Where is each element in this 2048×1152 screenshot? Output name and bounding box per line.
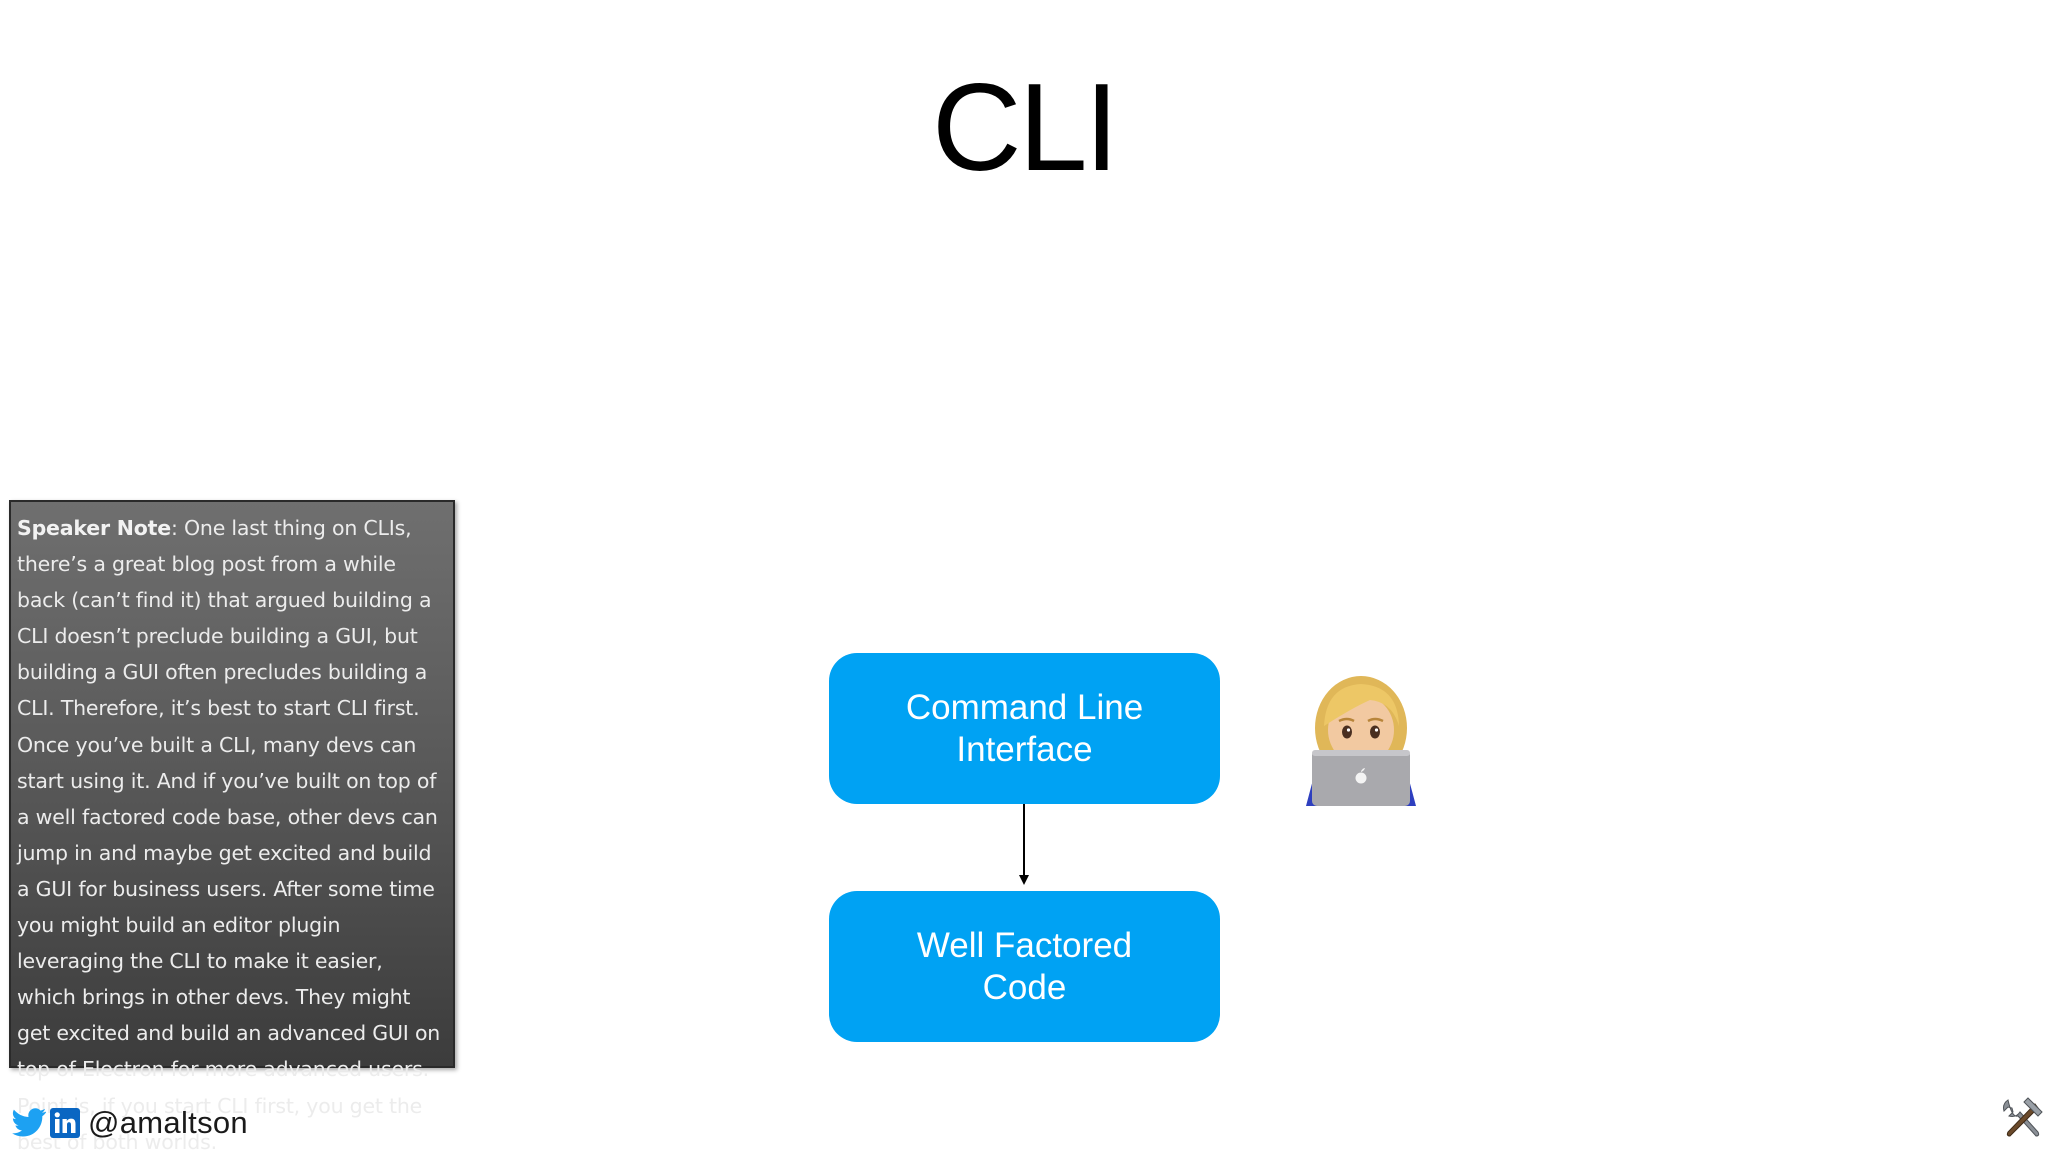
well-factored-code-box: Well Factored Code: [829, 891, 1220, 1042]
speaker-note-label: Speaker Note: [17, 516, 171, 540]
slide-title: CLI: [932, 59, 1119, 197]
linkedin-icon[interactable]: [50, 1108, 80, 1138]
command-line-interface-box: Command Line Interface: [829, 653, 1220, 804]
command-line-interface-label: Command Line Interface: [905, 687, 1144, 769]
twitter-icon[interactable]: [12, 1108, 46, 1138]
speaker-note: Speaker Note: One last thing on CLIs, th…: [9, 500, 455, 1152]
well-factored-code-label: Well Factored Code: [916, 925, 1133, 1007]
speaker-note-text: : One last thing on CLIs, there’s a grea…: [17, 516, 441, 1152]
twitter-handle[interactable]: @amaltson: [88, 1105, 248, 1140]
woman-technologist-icon: [1306, 676, 1416, 806]
footer: @amaltson: [12, 1103, 248, 1143]
hammer-wrench-icon: [2003, 1097, 2043, 1137]
